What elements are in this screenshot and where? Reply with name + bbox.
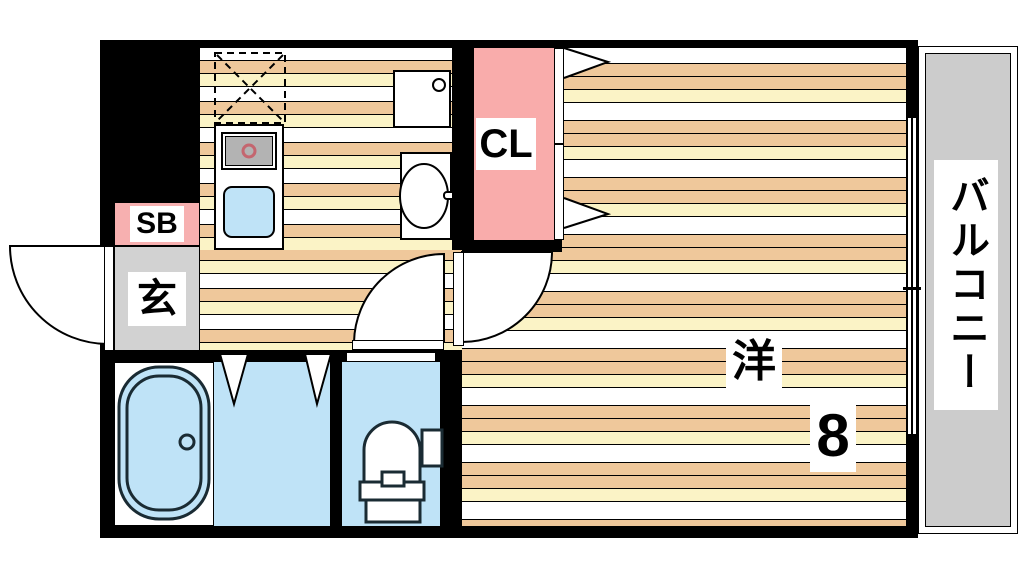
balcony-label: バルコニー: [934, 160, 998, 410]
washing-machine-drain-icon: [432, 78, 446, 92]
closet-label: CL: [476, 118, 536, 170]
shoe-box-label: SB: [130, 206, 184, 242]
closet-door-leaf-lower[interactable]: [554, 144, 564, 240]
room-door-swing[interactable]: [461, 251, 562, 348]
vanity-basin-icon: [399, 163, 461, 229]
living-room-size-label: 8: [810, 400, 856, 472]
toilet-icon: [358, 420, 444, 524]
wall-kitchen-divider: [452, 40, 462, 250]
room-door-leaf[interactable]: [453, 252, 464, 346]
cooktop-burner-icon: [241, 143, 257, 159]
kitchen-sink-basin: [223, 186, 275, 238]
wall-left-upper-block: [100, 40, 200, 208]
bath-door-swing[interactable]: [352, 252, 448, 350]
closet-door-swing-upper-icon: [563, 47, 612, 79]
wall-bottom: [100, 526, 918, 538]
balcony-slider-handle: [903, 287, 921, 290]
wall-top: [100, 40, 918, 48]
closet-door-swing-lower-icon: [563, 197, 612, 229]
bathroom-folding-door-right-icon[interactable]: [303, 352, 335, 408]
living-room-label: 洋: [726, 336, 782, 388]
bathroom-folding-door-left-icon[interactable]: [218, 352, 252, 408]
bathtub-icon: [117, 365, 211, 521]
wall-right-lower: [906, 434, 918, 538]
wall-toilet-right: [440, 350, 462, 538]
entry-door-leaf[interactable]: [104, 246, 114, 352]
balcony-slider-mullion: [911, 118, 913, 434]
closet-wall-left: [462, 40, 474, 252]
closet-wall-bottom: [462, 240, 562, 252]
wall-right-upper: [906, 40, 918, 118]
toilet-door[interactable]: [346, 352, 436, 362]
overhead-cabinet-icon: [214, 52, 286, 124]
closet-door-leaf-upper[interactable]: [554, 48, 564, 144]
bath-door-leaf[interactable]: [352, 340, 444, 350]
wall-bath-toilet-divider: [330, 350, 342, 538]
entrance-label: 玄: [128, 272, 186, 326]
cooktop-surface: [225, 136, 273, 166]
entry-door-swing[interactable]: [0, 236, 120, 366]
